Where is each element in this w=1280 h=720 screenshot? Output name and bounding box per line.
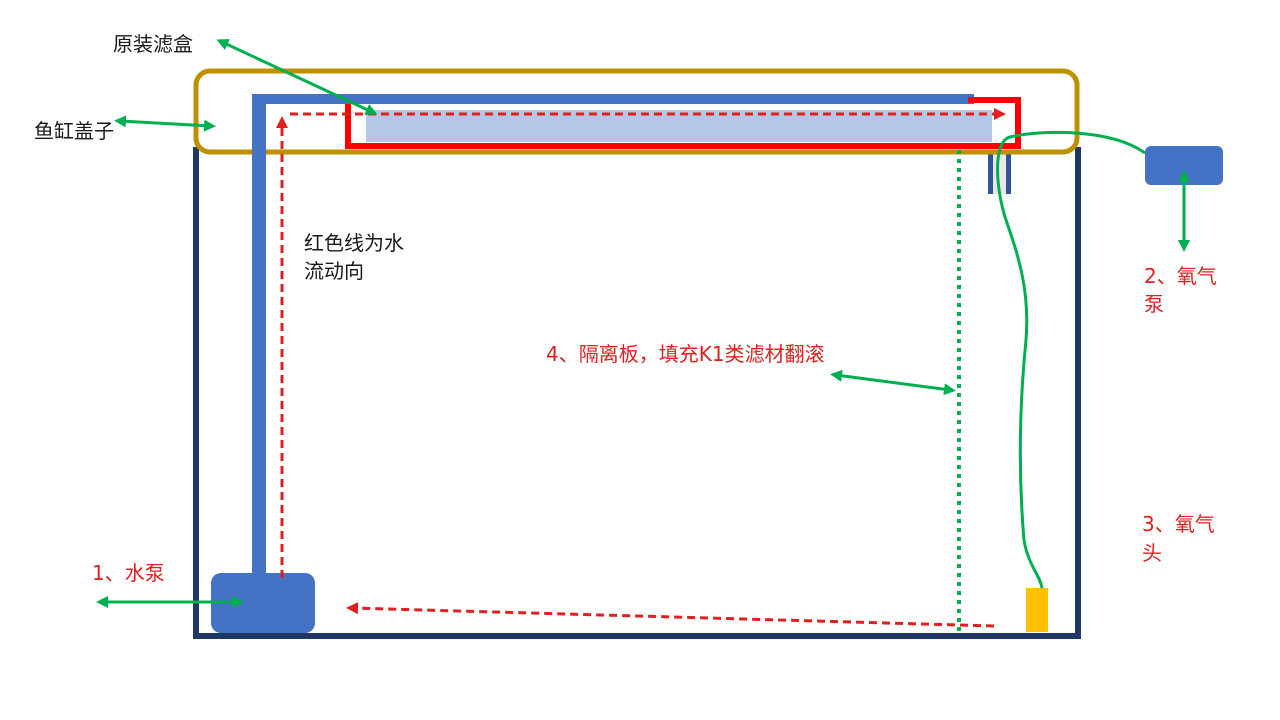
label-air-pump-line1: 2、氧气	[1144, 264, 1217, 288]
label-air-stone-line2: 头	[1142, 541, 1162, 565]
pointer-filter-box	[216, 39, 378, 115]
label-partition: 4、隔离板，填充K1类滤材翻滚	[546, 342, 825, 366]
water-pipe	[252, 94, 266, 586]
air-pump	[1145, 146, 1223, 185]
air-stone	[1026, 588, 1048, 632]
filter-media	[366, 110, 992, 142]
label-flow-note-line2: 流动向	[304, 259, 364, 283]
pointer-tank-lid	[114, 115, 216, 132]
filter-box-outline	[345, 97, 1021, 149]
label-tank-lid: 鱼缸盖子	[34, 119, 114, 143]
label-air-stone-line1: 3、氧气	[1142, 512, 1215, 536]
filter-top-plate	[252, 94, 974, 104]
outlet-stub-right	[1006, 150, 1011, 194]
label-flow-note-line1: 红色线为水	[304, 231, 404, 255]
water-pump	[211, 573, 315, 633]
outlet-stub-left	[988, 150, 993, 194]
pointer-partition	[830, 369, 956, 396]
label-water-pump: 1、水泵	[92, 561, 165, 585]
tank-lid	[193, 68, 1080, 155]
flow-arrow-bottom	[346, 602, 995, 628]
outlet-gap	[993, 150, 1006, 194]
tank-outline	[193, 147, 1081, 639]
label-filter-box: 原装滤盒	[113, 32, 193, 56]
air-tube	[996, 130, 1146, 589]
label-air-pump-line2: 泵	[1144, 292, 1164, 316]
